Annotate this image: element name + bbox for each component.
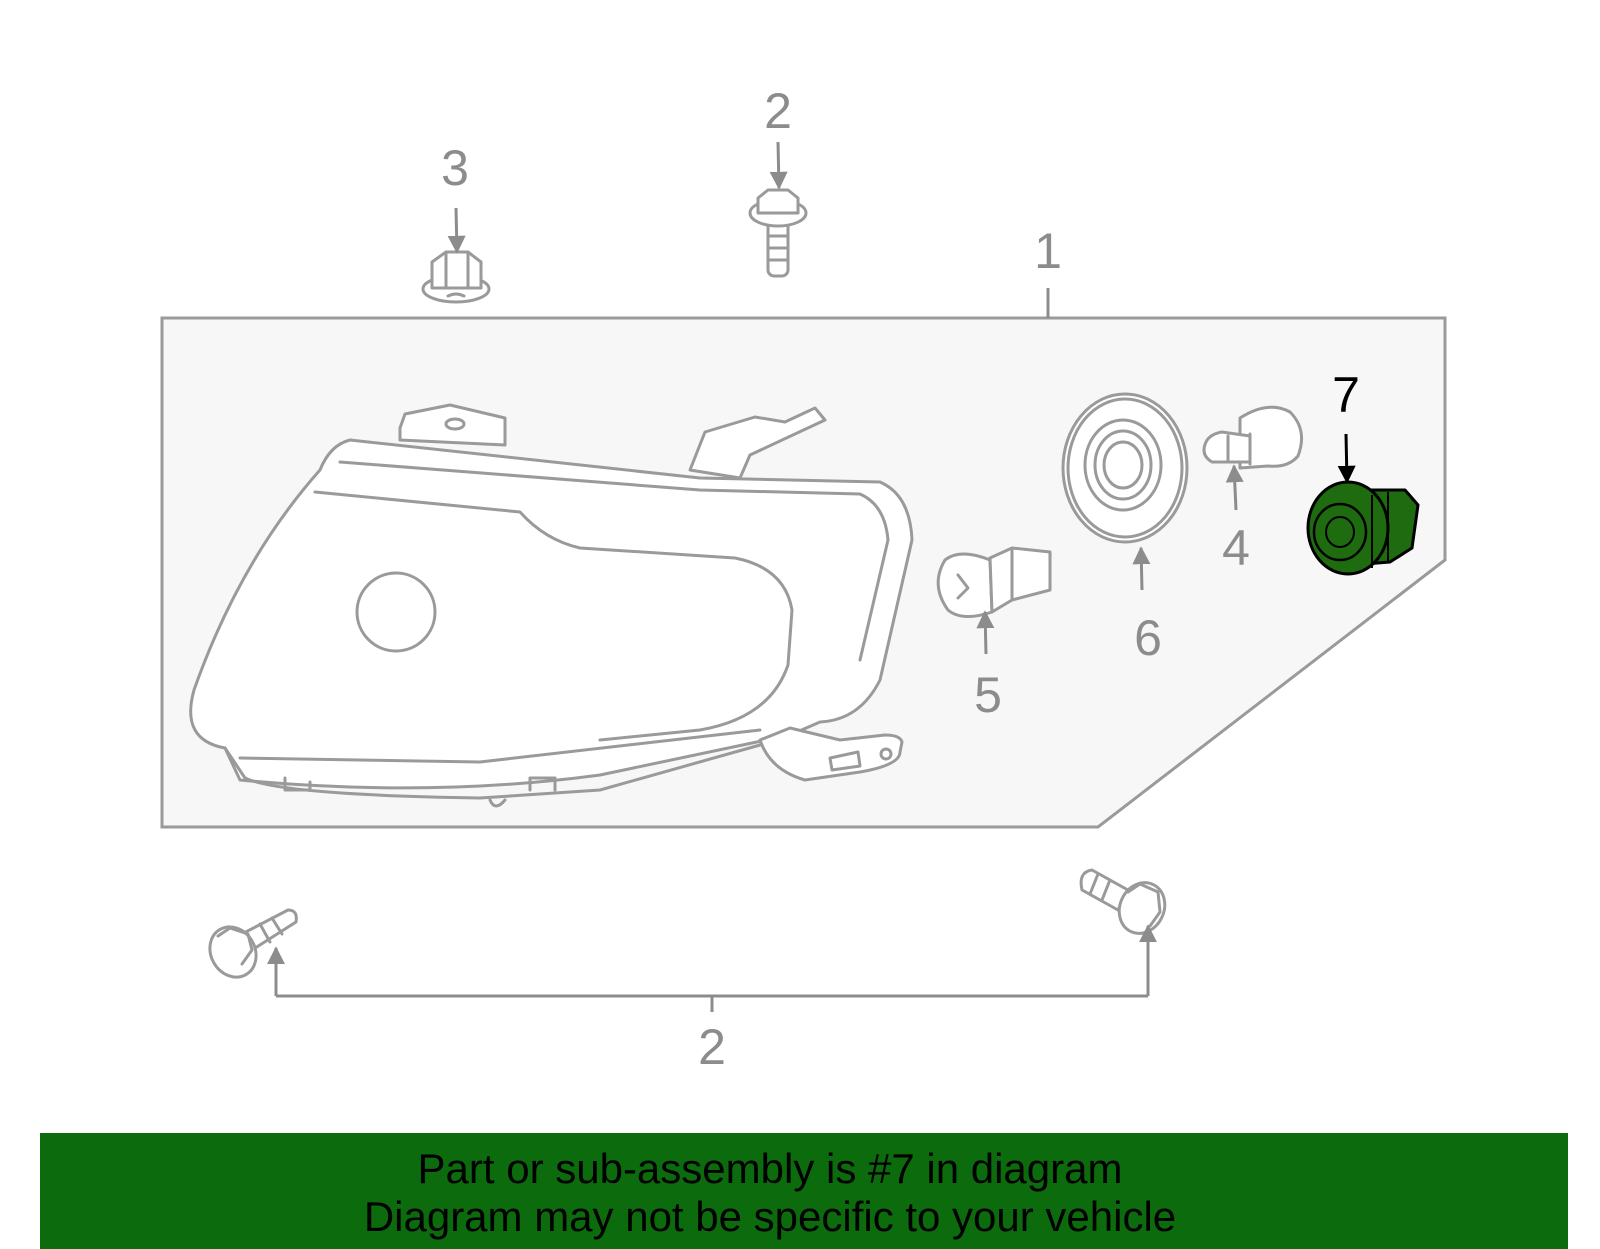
callout-2-bottom: 2 <box>698 1019 726 1075</box>
grommet-icon <box>1061 392 1189 544</box>
info-banner: Part or sub-assembly is #7 in diagram Di… <box>40 1133 1568 1249</box>
leader-6 <box>1132 546 1151 591</box>
bolt-bottom-left-icon <box>208 908 298 979</box>
bulb-large-icon <box>936 546 1052 618</box>
callout-3: 3 <box>441 140 469 196</box>
leader-3 <box>447 207 466 254</box>
callout-4: 4 <box>1222 520 1250 576</box>
bolt-bottom-right-icon <box>1079 868 1167 935</box>
callout-2-top: 2 <box>764 83 792 139</box>
headlamp-assembly-icon <box>189 403 914 808</box>
bulb-small-icon <box>1202 405 1304 470</box>
callout-5: 5 <box>974 667 1002 723</box>
banner-line-1: Part or sub-assembly is #7 in diagram <box>417 1145 1123 1192</box>
callout-7: 7 <box>1332 367 1360 423</box>
leader-4 <box>1225 464 1244 511</box>
banner-line-2: Diagram may not be specific to your vehi… <box>363 1193 1177 1240</box>
callout-6: 6 <box>1134 610 1162 666</box>
nut-icon <box>421 250 491 304</box>
leader-5 <box>976 610 995 655</box>
callout-1: 1 <box>1034 223 1062 279</box>
leader-7 <box>1337 433 1356 484</box>
leader-2-top <box>769 141 788 190</box>
bolt-top-icon <box>748 188 808 278</box>
socket-highlighted-icon <box>1306 480 1420 576</box>
